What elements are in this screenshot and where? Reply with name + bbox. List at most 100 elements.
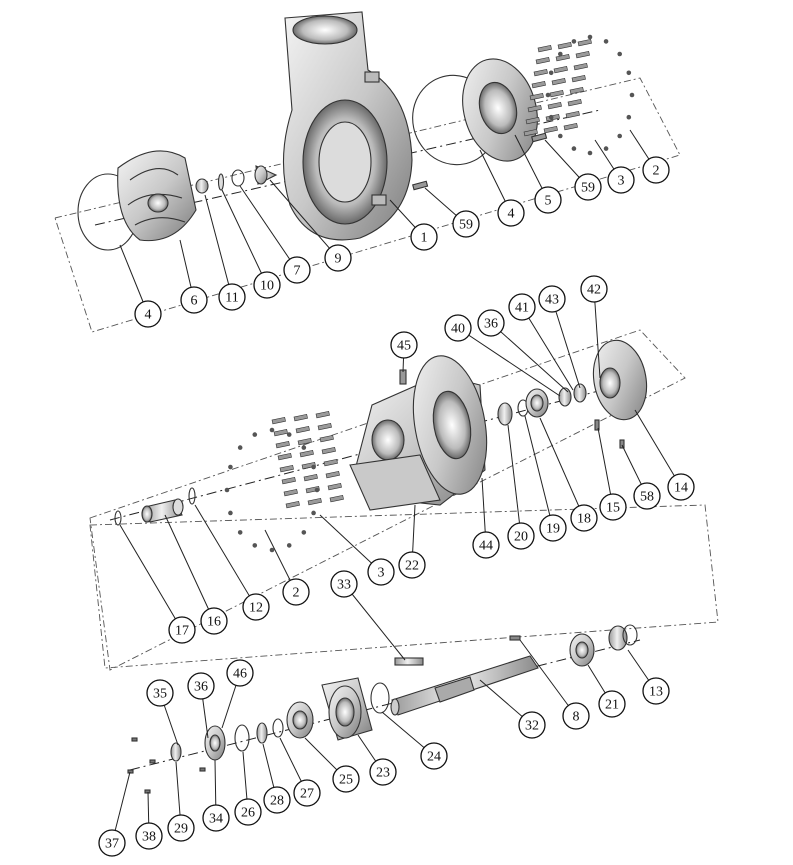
callout-c42: 42 <box>580 275 608 303</box>
callout-c20: 20 <box>507 522 535 550</box>
callout-c1: 1 <box>410 223 438 251</box>
nut <box>237 530 243 535</box>
stud <box>275 440 290 449</box>
part-nut-11 <box>195 178 209 194</box>
part-screws-small <box>127 737 206 794</box>
callout-c8: 8 <box>562 702 590 730</box>
part-oring-12 <box>188 487 196 505</box>
part-bearing-18 <box>525 388 549 418</box>
part-bolt-58 <box>619 439 625 449</box>
callout-circle <box>330 570 358 598</box>
part-end-cover-34 <box>204 725 226 761</box>
callout-label: 4 <box>508 207 515 222</box>
callout-circle <box>167 814 195 842</box>
stud <box>279 464 294 473</box>
stud <box>565 110 580 119</box>
callout-label: 13 <box>649 685 663 700</box>
part-plug-45 <box>399 369 407 385</box>
leader-c33 <box>343 583 406 661</box>
part-washer-10 <box>217 173 225 191</box>
assembly-frames <box>54 77 719 671</box>
callout-c10: 10 <box>253 271 281 299</box>
nut <box>548 70 554 76</box>
callout-label: 32 <box>525 719 539 734</box>
callout-circle <box>134 300 162 328</box>
callout-c25: 25 <box>332 765 360 793</box>
stud <box>323 458 338 467</box>
nut <box>252 432 258 437</box>
callout-label: 33 <box>337 578 351 593</box>
stud <box>563 122 578 131</box>
stud <box>523 128 538 137</box>
callout-c4a: 4 <box>134 300 162 328</box>
part-bearing-frame-22 <box>349 355 488 511</box>
callout-label: 24 <box>427 750 441 765</box>
callout-circle <box>539 514 567 542</box>
callout-label: 42 <box>587 283 601 298</box>
part-bearing-21 <box>569 633 595 667</box>
callout-c29: 29 <box>167 814 195 842</box>
stud <box>281 476 296 485</box>
leader-c12 <box>194 504 257 608</box>
callout-circle <box>332 765 360 793</box>
stud <box>527 104 542 113</box>
part-sleeve-16 <box>141 498 184 523</box>
stud <box>537 44 552 53</box>
callout-circle <box>642 156 670 184</box>
stud <box>301 461 316 470</box>
leader-c20 <box>507 424 522 537</box>
callout-c15: 15 <box>599 493 627 521</box>
part-oring-26 <box>234 724 250 752</box>
callout-circle <box>283 256 311 284</box>
nut <box>228 464 233 470</box>
callout-label: 43 <box>545 293 559 308</box>
callout-circle <box>444 314 472 342</box>
leader-c40 <box>457 327 561 397</box>
leader-c41 <box>521 306 574 391</box>
nut <box>617 133 622 139</box>
part-bolt-15 <box>594 419 600 431</box>
nut <box>301 530 307 535</box>
part-volute-casing-1 <box>282 11 413 241</box>
callout-label: 34 <box>209 812 223 827</box>
nut <box>545 92 551 98</box>
callout-c35: 35 <box>146 679 174 707</box>
leader-c42 <box>593 288 601 379</box>
callout-circle <box>146 679 174 707</box>
stud <box>569 86 584 95</box>
callout-circle <box>410 223 438 251</box>
nut <box>224 487 230 493</box>
callout-label: 9 <box>335 252 342 267</box>
leader-c18 <box>539 417 585 519</box>
callout-c33: 33 <box>330 570 358 598</box>
stud <box>535 56 550 65</box>
part-ring-7 <box>231 169 245 187</box>
callout-c12: 12 <box>242 593 270 621</box>
callout-label: 19 <box>546 522 560 537</box>
callout-label: 12 <box>249 601 263 616</box>
callout-label: 17 <box>175 624 189 639</box>
stud <box>549 89 564 98</box>
callout-c22: 22 <box>398 551 426 579</box>
part-key-33 <box>394 657 424 666</box>
callout-c27: 27 <box>293 779 321 807</box>
stud <box>293 413 308 422</box>
callout-circle <box>202 804 230 832</box>
callout-label: 36 <box>484 317 498 332</box>
nut <box>571 146 577 151</box>
callout-label: 25 <box>339 773 353 788</box>
nut <box>603 39 609 44</box>
callout-label: 3 <box>378 566 385 581</box>
callout-label: 21 <box>605 698 619 713</box>
part-bearing-40-set <box>558 383 587 407</box>
callout-circle <box>168 616 196 644</box>
nut <box>252 543 258 548</box>
callout-label: 18 <box>577 512 591 527</box>
callout-circle <box>282 578 310 606</box>
callout-label: 7 <box>294 264 301 279</box>
callout-circle <box>226 659 254 687</box>
callout-label: 38 <box>142 830 156 845</box>
callout-label: 58 <box>640 490 654 505</box>
callout-label: 26 <box>241 806 255 821</box>
